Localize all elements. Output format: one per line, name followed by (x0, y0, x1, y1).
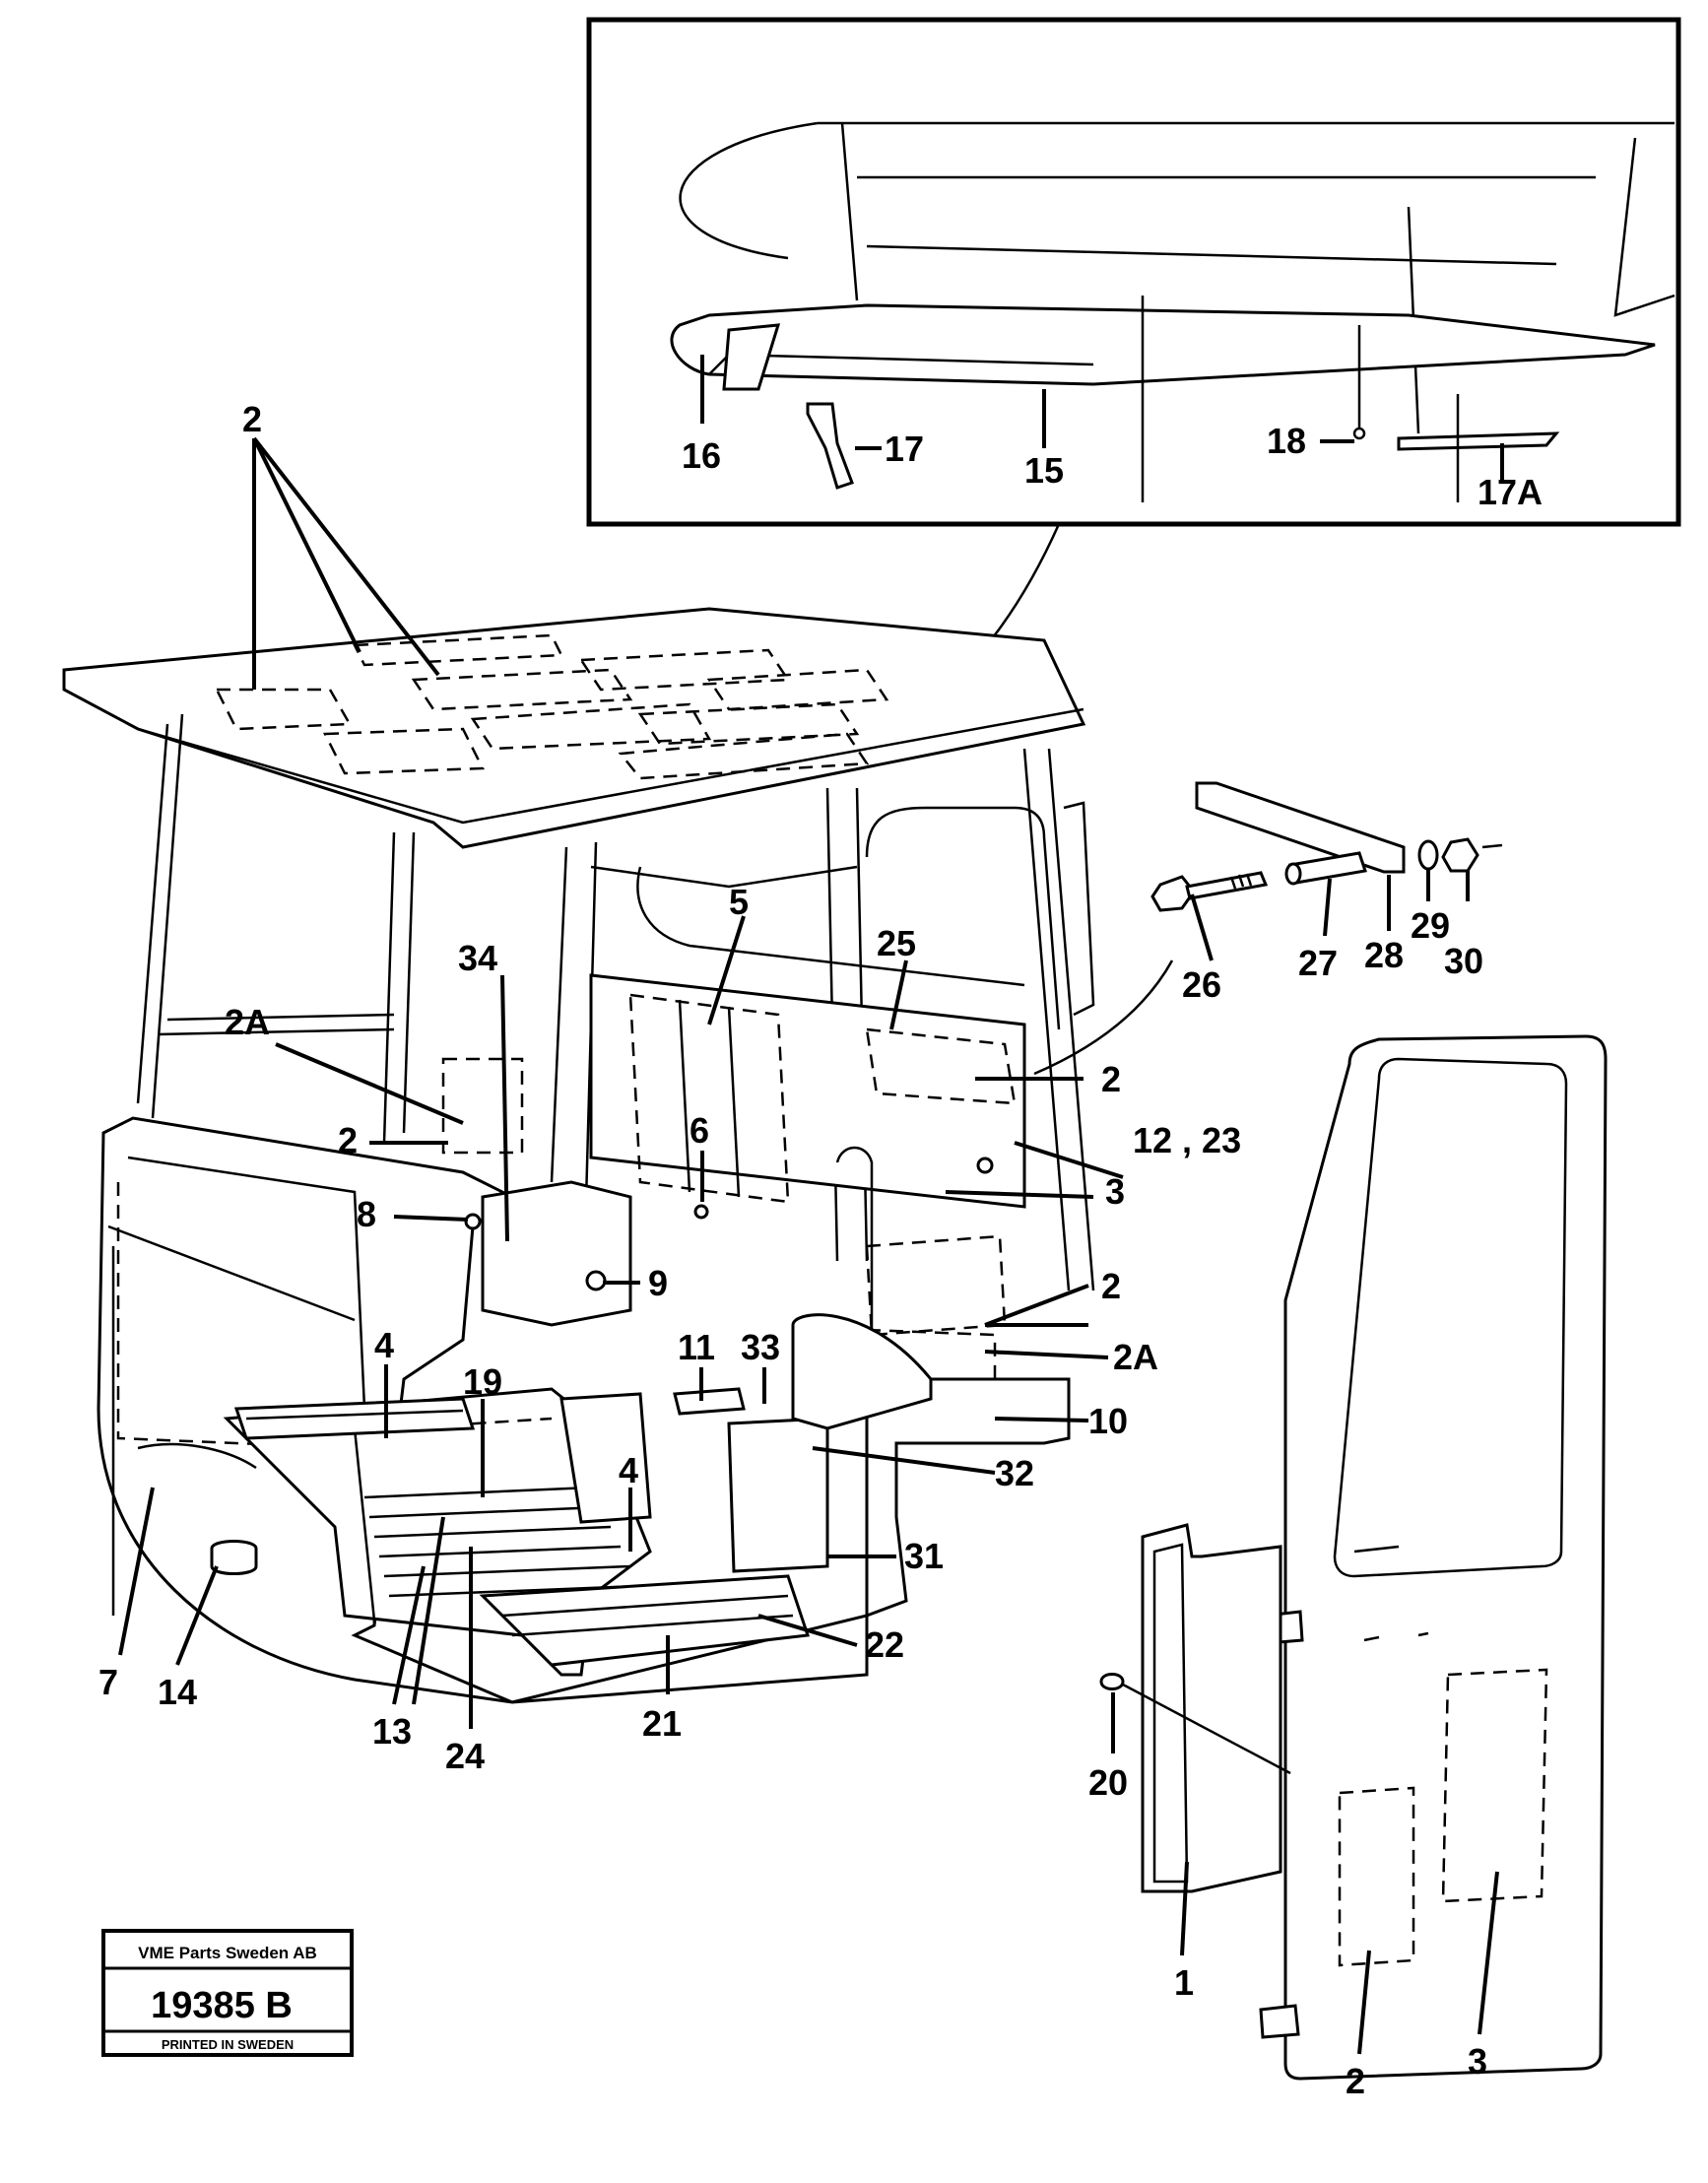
cab-frame (136, 713, 1095, 1386)
label-34: 34 (458, 938, 497, 978)
label-12-23: 12 , 23 (1133, 1120, 1241, 1160)
label-2a-left: 2A (225, 1002, 270, 1042)
label-2-door: 2 (1346, 2061, 1365, 2101)
label-1: 1 (1174, 1962, 1194, 2003)
label-7: 7 (99, 1662, 118, 1702)
label-10: 10 (1088, 1401, 1128, 1441)
label-24: 24 (445, 1736, 485, 1776)
label-2-right-lower: 2 (1101, 1266, 1121, 1306)
stamp-printed: PRINTED IN SWEDEN (162, 2037, 294, 2052)
detail-connector (1033, 959, 1174, 1076)
label-17a: 17A (1478, 472, 1543, 512)
cab-roof (62, 607, 1086, 849)
label-9: 9 (648, 1263, 668, 1303)
label-25: 25 (877, 923, 916, 963)
label-3-door: 3 (1468, 2041, 1487, 2082)
cab-door (1099, 1034, 1608, 2081)
part-labels: 16 17 15 18 17A 2 34 5 25 2A 2 2 12 , 23… (99, 399, 1543, 2101)
label-31: 31 (904, 1536, 944, 1576)
label-18: 18 (1267, 421, 1306, 461)
label-11: 11 (678, 1327, 715, 1367)
title-stamp: VME Parts Sweden AB 19385 B PRINTED IN S… (101, 1929, 354, 2057)
label-2-roof: 2 (242, 399, 262, 439)
label-29: 29 (1411, 905, 1450, 946)
label-13: 13 (372, 1711, 412, 1752)
inset-detail (586, 17, 1681, 527)
label-4-left: 4 (374, 1325, 394, 1365)
label-27: 27 (1298, 943, 1338, 983)
label-16: 16 (682, 435, 721, 476)
label-5: 5 (729, 882, 749, 922)
label-2-right-upper: 2 (1101, 1059, 1121, 1099)
label-2-left: 2 (338, 1120, 358, 1160)
stamp-number: 19385 B (151, 1985, 293, 2026)
label-6: 6 (690, 1110, 709, 1151)
label-30: 30 (1444, 941, 1483, 981)
label-17: 17 (885, 429, 924, 469)
label-19: 19 (463, 1361, 502, 1402)
label-21: 21 (642, 1703, 682, 1744)
label-4-right: 4 (619, 1450, 638, 1490)
label-3-right: 3 (1105, 1171, 1125, 1212)
label-28: 28 (1364, 935, 1404, 975)
cab-body (97, 1116, 1071, 1704)
label-33: 33 (741, 1327, 780, 1367)
label-32: 32 (995, 1453, 1034, 1493)
label-14: 14 (158, 1672, 197, 1712)
stamp-company: VME Parts Sweden AB (138, 1944, 317, 1962)
label-8: 8 (357, 1194, 376, 1234)
label-2a-right: 2A (1113, 1337, 1158, 1377)
label-22: 22 (865, 1624, 904, 1665)
leader-lines (118, 436, 1499, 2055)
label-15: 15 (1024, 450, 1064, 491)
label-20: 20 (1088, 1762, 1128, 1803)
label-26: 26 (1182, 964, 1221, 1005)
